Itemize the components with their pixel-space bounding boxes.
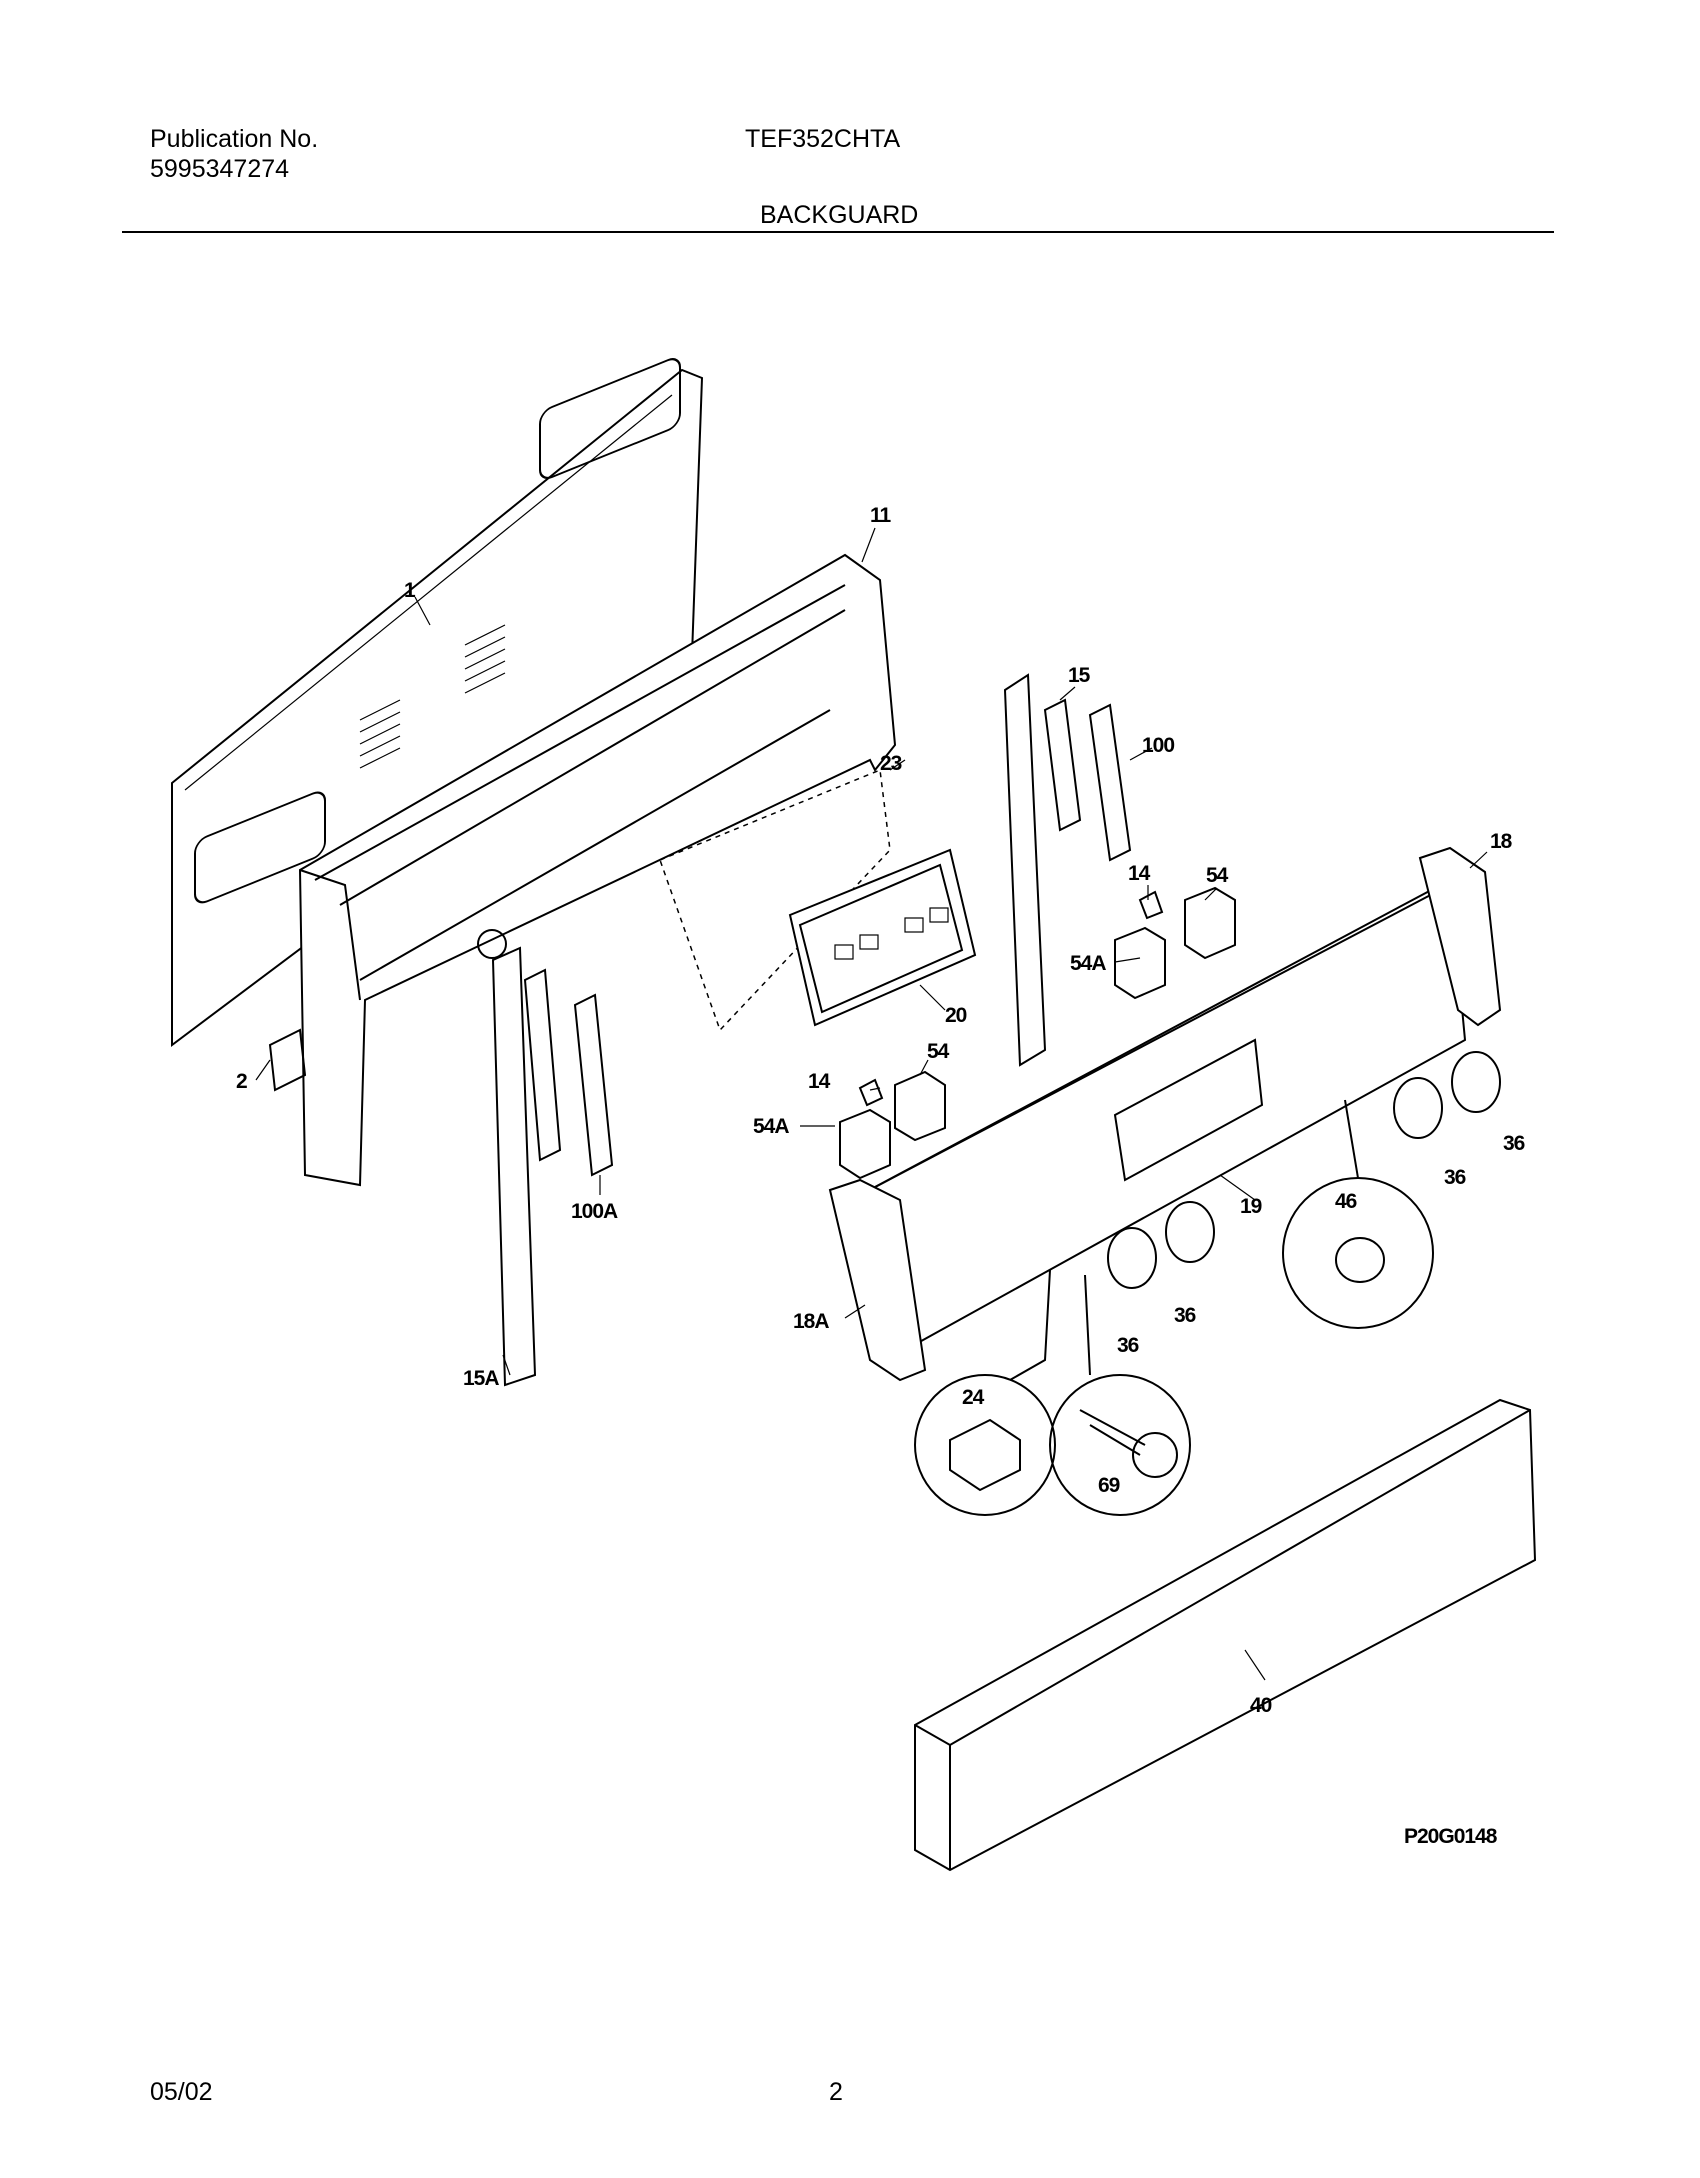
callout-labels: 1 2 11 14 14 15 15A 18 18A 19 20 23 24 3… xyxy=(236,504,1526,1848)
callout-15a: 15A xyxy=(463,1367,499,1390)
bracket-part-2 xyxy=(268,1028,307,1092)
side-support-part-15 xyxy=(1003,673,1082,1067)
figure-id: P20G0148 xyxy=(1404,1825,1498,1848)
side-support-part-100a xyxy=(573,993,614,1177)
callout-36-b: 36 xyxy=(1174,1304,1196,1327)
callout-36-c: 36 xyxy=(1444,1166,1466,1189)
publication-label: Publication No. xyxy=(150,125,319,153)
callout-20: 20 xyxy=(945,1004,967,1027)
header-rule xyxy=(122,231,1554,233)
callout-24: 24 xyxy=(962,1386,985,1409)
callout-100: 100 xyxy=(1142,734,1174,757)
callout-100a: 100A xyxy=(571,1200,618,1223)
footer-date: 05/02 xyxy=(150,2078,213,2106)
rear-panel-part-1 xyxy=(171,358,704,1047)
callout-1: 1 xyxy=(404,579,416,602)
callout-40: 40 xyxy=(1250,1694,1272,1717)
callout-18: 18 xyxy=(1490,830,1513,853)
callout-46: 46 xyxy=(1335,1190,1357,1213)
detail-part-69 xyxy=(1049,1274,1191,1516)
callout-14-left: 14 xyxy=(808,1070,831,1093)
knob-part-36-c xyxy=(1393,1077,1443,1139)
callout-69: 69 xyxy=(1098,1474,1120,1497)
callout-18a: 18A xyxy=(793,1310,829,1333)
callout-15: 15 xyxy=(1068,664,1091,687)
electronic-control-part-20 xyxy=(788,848,977,1027)
knob-part-36-b xyxy=(1165,1201,1215,1263)
knob-part-36-d xyxy=(1451,1051,1501,1113)
callout-19: 19 xyxy=(1240,1195,1262,1218)
backguard-frame-part-11 xyxy=(298,553,897,1187)
callout-36-a: 36 xyxy=(1117,1334,1139,1357)
end-cap-part-18 xyxy=(1418,846,1502,1027)
switch-group-left xyxy=(839,1070,946,1180)
detail-part-24 xyxy=(914,1269,1056,1516)
callout-2: 2 xyxy=(236,1070,247,1093)
model-number: TEF352CHTA xyxy=(745,125,901,153)
side-support-part-100 xyxy=(1088,703,1132,862)
switch-group-right xyxy=(1114,886,1236,1000)
page-number: 2 xyxy=(829,2078,843,2106)
callout-11: 11 xyxy=(870,504,892,527)
control-panel-part-19 xyxy=(858,878,1467,1352)
leader-lines xyxy=(255,527,1488,1681)
publication-number: 5995347274 xyxy=(150,155,290,183)
knob-part-36-a xyxy=(1107,1227,1157,1289)
trim-part-40 xyxy=(914,1398,1537,1872)
callout-54-right: 54 xyxy=(1206,864,1229,887)
section-title: BACKGUARD xyxy=(760,201,919,229)
detail-part-46 xyxy=(1282,1099,1434,1329)
callout-54a-left: 54A xyxy=(753,1115,789,1138)
end-cap-part-18a xyxy=(828,1178,927,1382)
callout-23: 23 xyxy=(880,752,902,775)
side-support-part-15a xyxy=(491,946,562,1387)
callout-36-d: 36 xyxy=(1503,1132,1525,1155)
callout-54-left: 54 xyxy=(927,1040,950,1063)
callout-54a-right: 54A xyxy=(1070,952,1106,975)
callout-14-right: 14 xyxy=(1128,862,1151,885)
